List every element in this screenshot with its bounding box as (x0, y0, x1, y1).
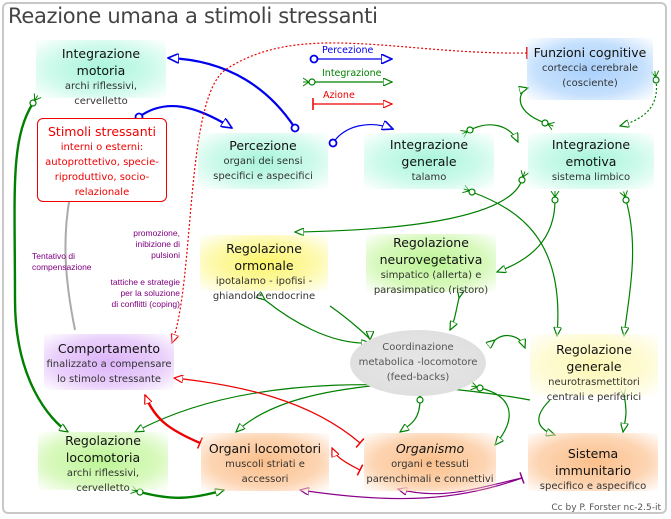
node-comportamento[interactable]: Comportamento finalizzato a compensare l… (44, 334, 174, 390)
link-perception-to-integrazione-motoria (168, 58, 295, 128)
node-integrazione-emotiva[interactable]: Integrazione emotiva sistema limbico (528, 133, 654, 189)
node-coordinazione-metabolica[interactable]: Coordinazione metabolica -locomotore (fe… (350, 330, 486, 396)
node-regolazione-neurovegetativa[interactable]: Regolazione neurovegetativa simpatico (a… (366, 234, 496, 296)
legend-action: Azione (323, 90, 355, 101)
node-integrazione-generale[interactable]: Integrazione generale talamo (364, 133, 494, 189)
node-integrazione-motoria[interactable]: Integrazione motoria archi riflessivi, c… (36, 40, 166, 107)
link-cognitive-to-comportamento (172, 42, 527, 343)
credit-text: Cc by P. Forster nc-2.5-it (551, 503, 661, 513)
note-tentativo-compensazione: Tentativo di compensazione (32, 251, 92, 272)
legend-perception: Percezione (322, 45, 374, 56)
legend-integration: Integrazione (322, 68, 382, 79)
note-promozione-inibizione: promozione, inibizione di pulsioni (133, 228, 180, 260)
node-percezione[interactable]: Percezione organi dei sensi specifici e … (198, 133, 328, 189)
node-funzioni-cognitive[interactable]: Funzioni cognitive corteccia cerebrale (… (527, 38, 653, 100)
node-organi-locomotori[interactable]: Organi locomotori muscoli striati e acce… (201, 433, 329, 491)
node-regolazione-ormonale[interactable]: Regolazione ormonale ipotalamo - ipofisi… (200, 235, 328, 302)
node-organismo[interactable]: Organismo organi e tessuti parenchimali … (364, 433, 496, 491)
note-tattiche-strategie: tattiche e strategie per la soluzione di… (110, 277, 180, 309)
diagram-title: Reazione umana a stimoli stressanti (8, 4, 378, 28)
node-regolazione-locomotoria[interactable]: Regolazione locomotoria archi riflessivi… (38, 432, 168, 494)
node-sistema-immunitario[interactable]: Sistema immunitario specifico e aspecifi… (528, 433, 658, 492)
node-stimoli-stressanti[interactable]: Stimoli stressanti interni o esterni: au… (37, 118, 167, 202)
node-regolazione-generale[interactable]: Regolazione generale neurotrasmettitori … (530, 334, 658, 403)
